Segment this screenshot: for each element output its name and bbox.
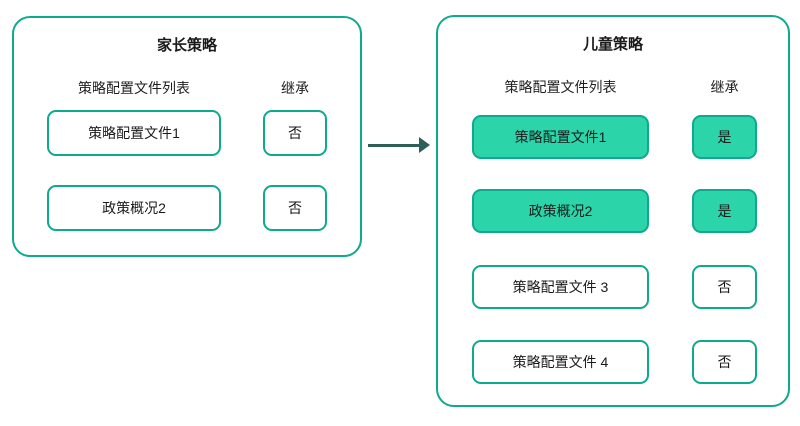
child-inherit-3-box: 否	[692, 265, 757, 309]
parent-to-child-arrow	[368, 136, 430, 154]
child-profile-3-box: 策略配置文件 3	[472, 265, 649, 309]
parent-inherit-2-box: 否	[263, 185, 327, 231]
child-inherit-column-header: 继承	[710, 79, 739, 95]
child-policy-panel: 儿童策略 策略配置文件列表 继承 策略配置文件1 是 政策概况2 是 策略配置文…	[436, 15, 790, 407]
parent-profiles-column-header: 策略配置文件列表	[78, 80, 190, 96]
arrow-shaft	[368, 143, 420, 147]
arrow-head-icon	[419, 137, 430, 153]
child-profile-2-box: 政策概况2	[472, 189, 649, 233]
parent-policy-panel: 家长策略 策略配置文件列表 继承 策略配置文件1 否 政策概况2 否	[12, 16, 362, 257]
child-profile-4-box: 策略配置文件 4	[472, 340, 649, 384]
parent-profile-2-box: 政策概况2	[47, 185, 221, 231]
child-inherit-4-box: 否	[692, 340, 757, 384]
parent-profile-1-box: 策略配置文件1	[47, 110, 221, 156]
child-panel-title: 儿童策略	[582, 36, 643, 53]
parent-inherit-1-box: 否	[263, 110, 327, 156]
child-profile-1-box: 策略配置文件1	[472, 115, 649, 159]
child-inherit-2-box: 是	[692, 189, 757, 233]
parent-panel-title: 家长策略	[156, 37, 217, 54]
parent-inherit-column-header: 继承	[281, 80, 309, 96]
child-profiles-column-header: 策略配置文件列表	[504, 79, 617, 95]
child-inherit-1-box: 是	[692, 115, 757, 159]
